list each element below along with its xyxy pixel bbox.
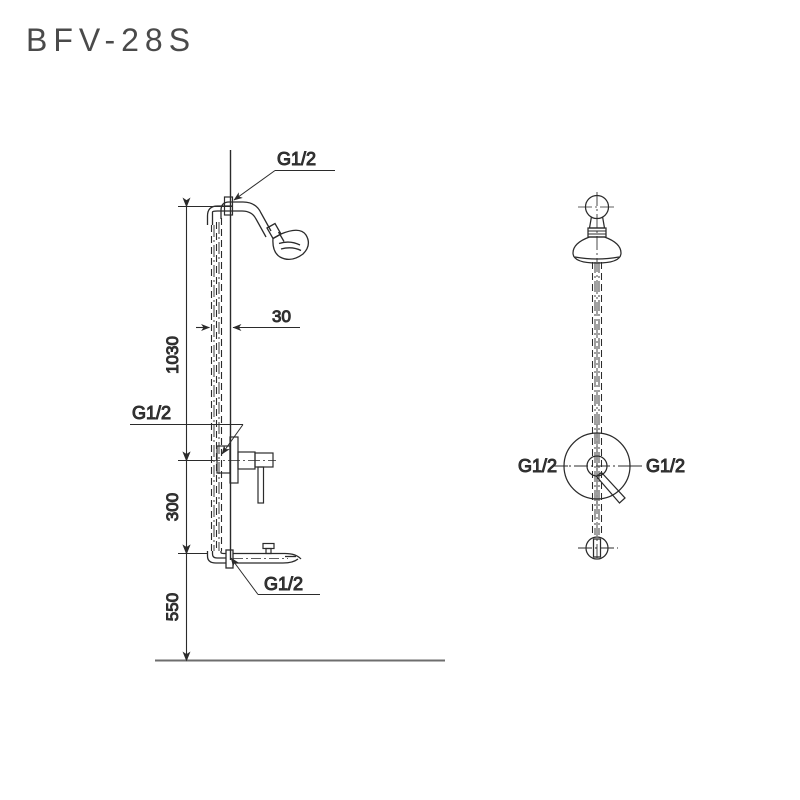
- dimension-30-label: 30: [272, 307, 291, 326]
- callout-mixer-thread: G1/2: [130, 403, 244, 455]
- front-callout-left: G1/2: [518, 456, 568, 477]
- mixer-lever-handle: [257, 466, 265, 504]
- page-title: BFV-28S: [26, 22, 197, 58]
- dimension-550: 550: [163, 544, 191, 662]
- concealed-pipe-centerline: [213, 222, 220, 551]
- front-spout: [578, 536, 618, 560]
- shower-arm-elbow: [206, 201, 233, 225]
- dimension-30: 30: [196, 307, 300, 331]
- front-riser-pipe-innerline: [594, 262, 600, 535]
- front-shower-head: [572, 194, 622, 264]
- callout-spout-thread-label: G1/2: [264, 574, 303, 594]
- mixer-valve-body: [208, 436, 276, 484]
- bath-spout: [206, 549, 302, 569]
- dimension-300-label: 300: [163, 493, 182, 521]
- callout-spout-thread: G1/2: [230, 557, 320, 595]
- concealed-pipe-dashed: [210, 218, 223, 551]
- shower-head: [266, 222, 310, 261]
- front-callout-right: G1/2: [626, 456, 686, 477]
- side-view-group: 1030 30 300 550 G: [130, 149, 445, 662]
- dimension-550-label: 550: [163, 593, 182, 621]
- dimension-1030-label: 1030: [163, 336, 182, 374]
- front-callout-left-label: G1/2: [518, 456, 557, 476]
- spout-diverter-knob: [262, 542, 275, 555]
- front-callout-right-label: G1/2: [646, 456, 685, 476]
- dimension-1030: 1030: [163, 197, 191, 462]
- callout-shower-thread: G1/2: [233, 149, 335, 201]
- shower-arm: [233, 201, 272, 238]
- dimension-300: 300: [163, 451, 191, 555]
- front-view-group: G1/2 G1/2: [518, 192, 686, 560]
- callout-shower-thread-label: G1/2: [277, 149, 316, 169]
- front-mixer-lever: [595, 471, 626, 504]
- front-riser-pipe-dashed: [591, 262, 603, 535]
- callout-mixer-thread-label: G1/2: [132, 403, 171, 423]
